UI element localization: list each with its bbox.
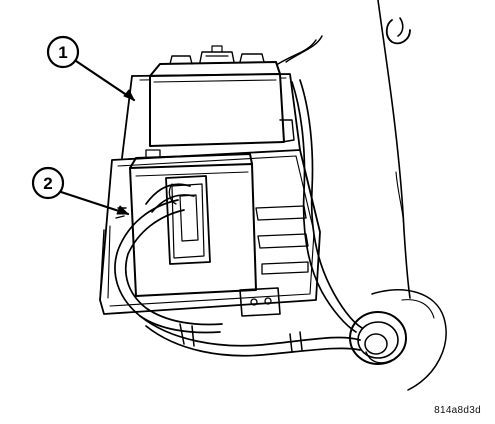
body-panel [371,0,447,391]
upper-module [149,45,295,147]
callout-1-number: 1 [58,43,67,62]
figure-reference-code: 814a8d3d [434,405,481,416]
wiring-harness [114,35,363,357]
callout-1: 1 [46,35,136,102]
callout-2: 2 [31,166,130,216]
lower-module [129,149,281,317]
grommet [349,311,407,365]
callout-2-number: 2 [43,174,52,193]
